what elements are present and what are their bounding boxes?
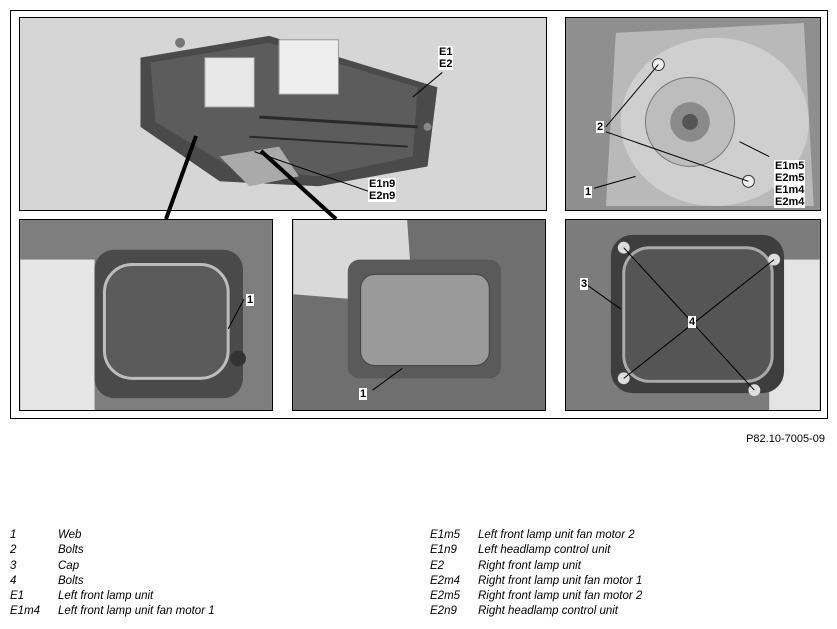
- web-middle-illustration: [293, 220, 545, 410]
- callout-web-1-bottom-middle: 1: [359, 388, 368, 400]
- photo-fan-motor: 2 1 E1m5 E2m5 E1m4 E2m4: [565, 17, 821, 211]
- callout-bolts-4: 4: [688, 316, 697, 328]
- web-left-illustration: [20, 220, 272, 410]
- photo-web-middle: 1: [292, 219, 546, 411]
- callout-cap-3: 3: [580, 278, 589, 290]
- fan-motor-illustration: [566, 18, 820, 210]
- figure-reference-code: P82.10-7005-09: [746, 433, 825, 445]
- callout-e1n9-e2n9: E1n9 E2n9: [368, 178, 397, 202]
- callout-web-1-top: 1: [584, 186, 593, 198]
- photo-headlamp-unit: E1 E2 E1n9 E2n9: [19, 17, 547, 211]
- photo-web-left: 1: [19, 219, 273, 411]
- photo-cap-bolts: 3 4: [565, 219, 821, 411]
- callout-web-1-bottom-left: 1: [246, 294, 255, 306]
- cap-bolts-illustration: [566, 220, 820, 410]
- callout-fan-motors: E1m5 E2m5 E1m4 E2m4: [774, 160, 806, 208]
- callout-e1-e2: E1 E2: [438, 46, 454, 70]
- callout-bolts-2-top: 2: [596, 121, 605, 133]
- headlamp-unit-illustration: [21, 18, 545, 210]
- figure-frame: E1 E2 E1n9 E2n9 2 1 E1m5 E2m5 E1: [10, 10, 828, 419]
